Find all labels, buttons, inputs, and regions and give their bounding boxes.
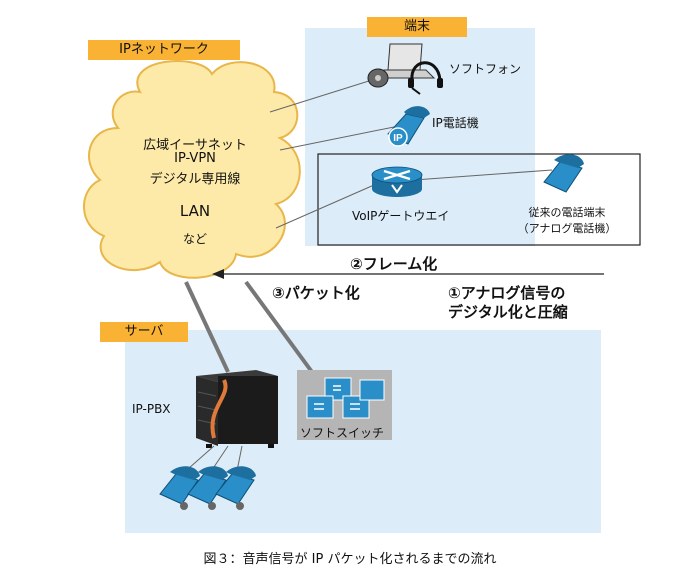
phones-group [159,466,256,510]
link-ip-phone [279,126,395,151]
step3-label: ③パケット化 [272,284,360,302]
softphone-label: ソフトフォン [449,62,522,76]
step1-label-2: デジタル化と圧縮 [448,303,568,321]
voip-gateway-label: VoIPゲートウエイ [352,209,450,223]
ip-network-tag: IPネットワーク [88,40,240,60]
phone-icon [159,466,200,510]
cloud-icon [83,60,301,279]
server-rack-icon [196,370,278,448]
link-gateway [275,184,375,229]
cloud-label-lan: LAN [179,202,211,220]
ip-phone-label: IP電話機 [432,116,479,130]
switch-cluster-icon [297,370,392,440]
phone-icon [187,466,228,510]
server-tag: サーバ [100,322,188,342]
ip-phone-icon [387,106,430,147]
cloud-label-3: デジタル専用線 [149,172,241,187]
phone-icon [543,154,584,193]
terminal-tag: 端末 [367,17,467,37]
router-icon [371,166,423,197]
ip-pbx-label: IP-PBX [132,402,171,416]
ip-phone-badge: IP [393,133,403,144]
cloud-label-2: IP-VPN [174,151,216,166]
link-pbx [184,281,230,373]
link-softphone [269,79,373,113]
gateway-box [317,153,641,246]
legacy-phone-label-1: 従来の電話端末 [528,206,606,219]
phone-icon [215,466,256,510]
link-legacy-phone [413,169,553,181]
flow-arrow [212,269,604,279]
cloud-label-1: 広域イーサネット [143,138,247,153]
cloud-label-etc: など [182,232,207,246]
link-softswitch [244,280,314,374]
step1-label-1: ①アナログ信号の [448,284,566,302]
laptop-headset-icon [367,43,443,95]
softswitch-label: ソフトスイッチ [300,426,385,440]
legacy-phone-label-2: （アナログ電話機） [517,222,617,235]
figure-caption: 図３：音声信号が IP パケット化されるまでの流れ [203,552,497,567]
step2-label: ②フレーム化 [350,255,438,273]
